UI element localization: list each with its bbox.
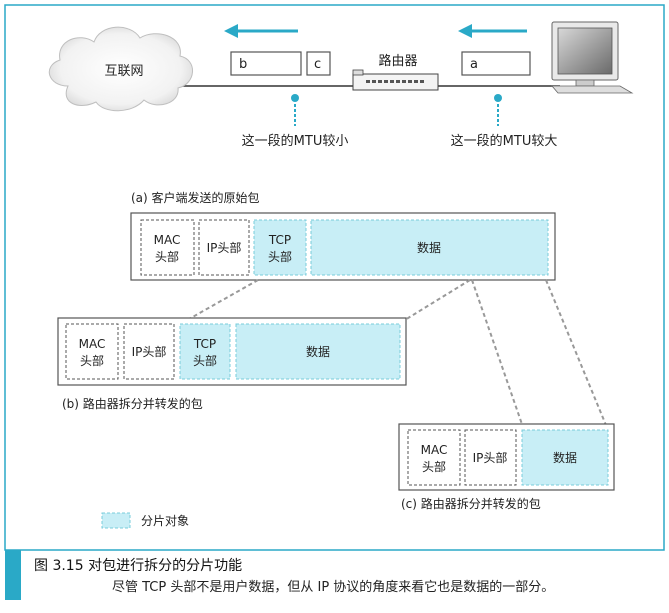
proj-line-1 (181, 279, 259, 324)
b-mac-header (65, 323, 119, 380)
proj-line-3 (471, 279, 525, 431)
b-tcp-line2: 头部 (193, 353, 217, 368)
b-tcp-line1: TCP (193, 337, 216, 351)
c-mac-line1: MAC (421, 443, 448, 457)
a-mac-line1: MAC (154, 233, 181, 247)
b-mac-line2: 头部 (80, 353, 104, 368)
a-data (310, 219, 549, 276)
c-data (521, 429, 609, 486)
b-mac-line1: MAC (79, 337, 106, 351)
mtu-small-label: 这一段的MTU较小 (242, 133, 349, 149)
caption-accent-bar (5, 550, 21, 600)
a-tcp-line2: 头部 (268, 249, 292, 264)
a-tcp-header (253, 219, 307, 276)
a-ip-header (198, 219, 250, 276)
left-arrow (224, 24, 298, 38)
section-c-label: (c) 路由器拆分并转发的包 (401, 496, 541, 511)
b-tcp-header (179, 323, 231, 380)
legend-label: 分片对象 (141, 514, 189, 528)
c-data-label: 数据 (553, 450, 577, 465)
caption-body: 尽管 TCP 头部不是用户数据，但从 IP 协议的角度来看它也是数据的一部分。 (112, 579, 554, 595)
b-ip-label: IP头部 (132, 344, 167, 359)
section-b-label: (b) 路由器拆分并转发的包 (62, 396, 203, 411)
caption-title: 图 3.15 对包进行拆分的分片功能 (34, 558, 242, 574)
b-data (235, 323, 401, 380)
a-ip-label: IP头部 (207, 240, 242, 255)
c-mac-header (407, 429, 461, 486)
proj-line-2 (399, 279, 471, 324)
packet-a-label: a (470, 57, 478, 72)
packet-c-label: c (314, 57, 321, 72)
legend-swatch (101, 512, 131, 529)
mtu-large-marker (494, 94, 502, 126)
packet-b-box (230, 51, 302, 76)
internet-cloud: 互联网 (48, 26, 193, 112)
router-icon (352, 69, 439, 91)
outer-frame (4, 4, 665, 551)
proj-line-4 (545, 279, 609, 431)
mtu-small-marker (291, 94, 299, 126)
c-ip-header (464, 429, 517, 486)
a-tcp-line1: TCP (268, 233, 291, 247)
a-data-label: 数据 (417, 240, 441, 255)
a-mac-header (140, 219, 195, 276)
packet-c-box (306, 51, 331, 76)
computer-icon (551, 21, 634, 94)
c-mac-line2: 头部 (422, 459, 446, 474)
internet-label: 互联网 (104, 64, 143, 79)
packet-b-label: b (239, 57, 247, 72)
packet-a-box (461, 51, 531, 76)
section-a-label: (a) 客户端发送的原始包 (131, 190, 260, 205)
c-ip-label: IP头部 (473, 450, 508, 465)
mtu-large-label: 这一段的MTU较大 (451, 133, 558, 149)
b-data-label: 数据 (306, 344, 330, 359)
b-ip-header (123, 323, 175, 380)
right-arrow (458, 24, 527, 38)
router-label: 路由器 (378, 53, 417, 69)
a-mac-line2: 头部 (155, 249, 179, 264)
